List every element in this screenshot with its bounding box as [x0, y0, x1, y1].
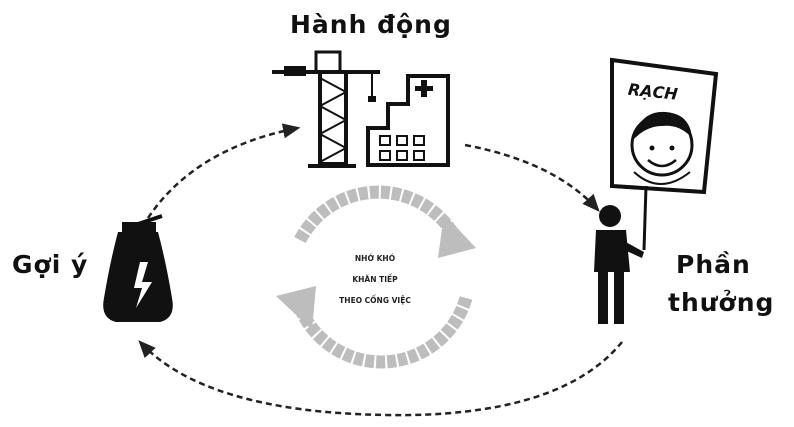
center-cycle-ring	[276, 185, 476, 369]
center-cycle-text: NHỚ KHÓ KHĂN TIẾP THEO CỐNG VIỆC	[280, 248, 470, 311]
arrow-action-to-reward	[464, 143, 600, 212]
reward-label-line1: Phần	[676, 250, 751, 279]
crane-building-icon	[272, 50, 450, 168]
idea-label: Gợi ý	[12, 250, 89, 279]
money-bag-icon	[103, 214, 173, 322]
person-with-sign-icon: RẠCH	[594, 57, 719, 324]
reward-label-line2: thưởng	[668, 288, 775, 317]
arrow-reward-to-idea	[138, 340, 623, 417]
center-text-line-2: KHĂN TIẾP	[352, 275, 398, 284]
center-text-line-3: THEO CỐNG VIỆC	[339, 296, 411, 305]
center-text-line-1: NHỚ KHÓ	[354, 254, 396, 263]
action-label: Hành động	[290, 10, 452, 39]
arrow-idea-to-action	[146, 123, 301, 219]
